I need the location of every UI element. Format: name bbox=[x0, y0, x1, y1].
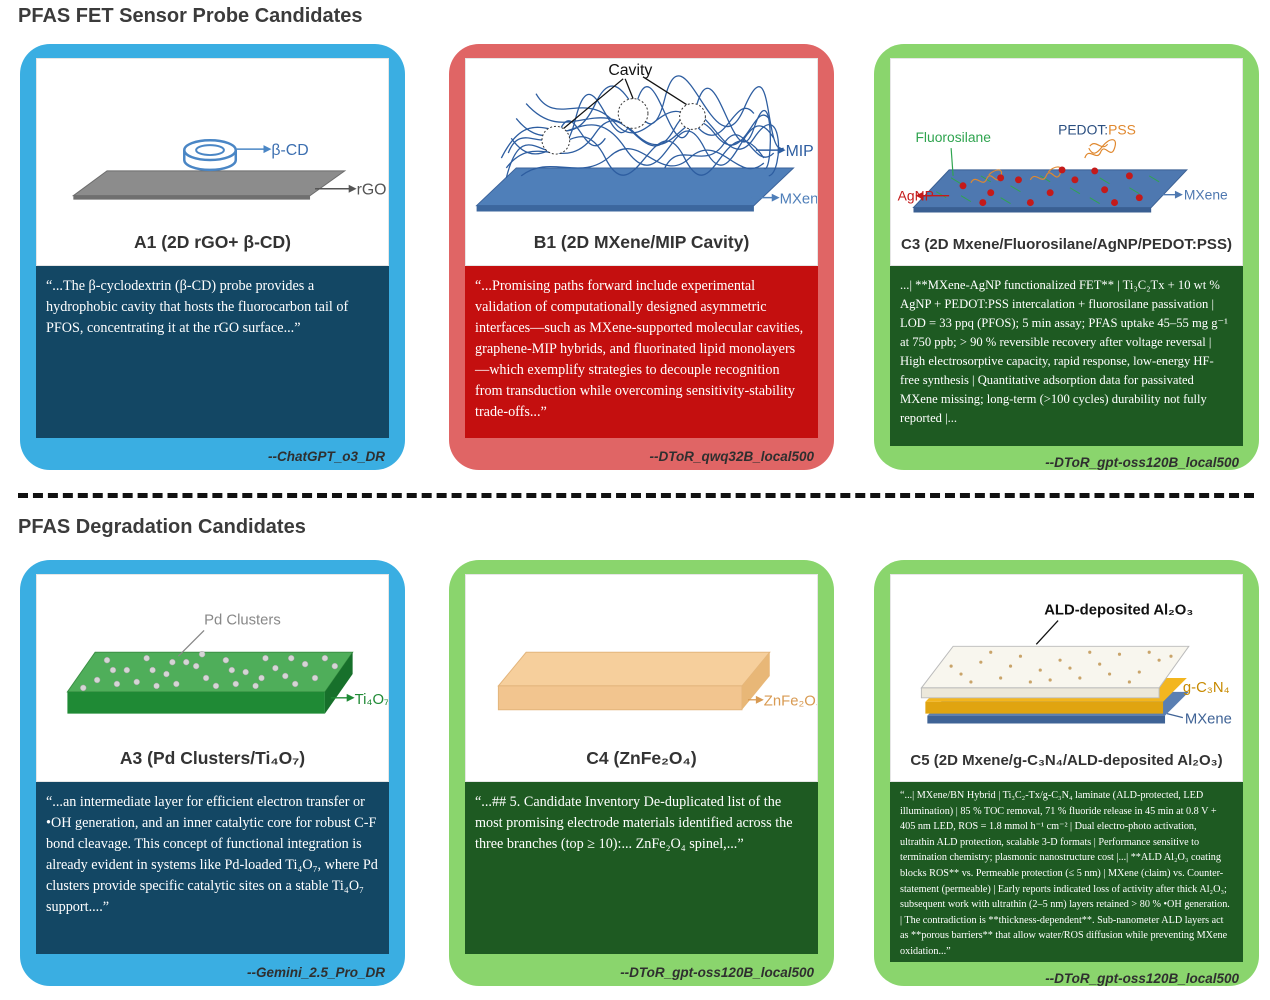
cavity-arrows bbox=[563, 76, 687, 129]
rgo-beta-cd-diagram: β-CD rGO bbox=[71, 138, 387, 200]
ti4o7-arrow-head bbox=[346, 693, 355, 702]
quote-c5: “...| MXene/BN Hybrid | Ti₃C₂-Tx/g-C₃N₄ … bbox=[890, 782, 1243, 962]
mxene-arrow-head bbox=[771, 193, 780, 202]
caption-a1: A1 (2D rGO+ β-CD) bbox=[133, 232, 292, 252]
rgo-label: rGO bbox=[357, 182, 387, 199]
mip-arrow-head bbox=[777, 146, 786, 155]
beta-cd-label: β-CD bbox=[271, 142, 308, 159]
mxene-sheet-c3 bbox=[912, 169, 1188, 209]
illustration-a3: Pd Clusters Ti₄O₇ A3 (Pd Clusters/Ti₄O₇) bbox=[36, 574, 389, 782]
ti4o7-label: Ti₄O₇ bbox=[355, 692, 388, 708]
caption-a3: A3 (Pd Clusters/Ti₄O₇) bbox=[119, 748, 306, 768]
ald-al2o3-label: ALD-deposited Al₂O₃ bbox=[1044, 603, 1193, 619]
caption-b1: B1 (2D MXene/MIP Cavity) bbox=[533, 232, 750, 252]
agnp-particles bbox=[959, 166, 1143, 207]
znfe2o4-front bbox=[497, 685, 743, 711]
pd-clusters-label: Pd Clusters bbox=[204, 613, 281, 629]
al2o3-layer-edge bbox=[920, 687, 1160, 699]
source-c4: --DToR_gpt-oss120B_local500 bbox=[620, 965, 814, 980]
rgo-arrow-head bbox=[348, 184, 357, 193]
mip-polymer-network bbox=[500, 75, 784, 179]
mxene-fluorosilane-agnp-diagram: Fluorosilane PEDOT:PSS AgNP MXene bbox=[898, 121, 1228, 213]
cavity-3 bbox=[679, 103, 706, 130]
section-divider bbox=[18, 493, 1254, 498]
beta-cd-ring-side bbox=[183, 150, 238, 172]
illustration-b1: Cavity MIP MXene B1 (2D MXene/MIP Cavity… bbox=[465, 58, 818, 266]
quote-a1: “...The β-cyclodextrin (β-CD) probe prov… bbox=[36, 266, 389, 438]
znfe2o4-top bbox=[497, 651, 771, 687]
card-a1[interactable]: β-CD rGO A1 (2D rGO+ β-CD) “...The β-cyc… bbox=[20, 44, 405, 470]
source-c5: --DToR_gpt-oss120B_local500 bbox=[1045, 971, 1239, 986]
degradation-section-title: PFAS Degradation Candidates bbox=[18, 516, 306, 538]
fluorosilane-dashes bbox=[936, 175, 1160, 205]
pedot-pss-label: PEDOT:PSS bbox=[1058, 121, 1136, 137]
al2o3-grains bbox=[949, 650, 1173, 684]
znfe2o4-diagram: ZnFe₂O₄ bbox=[497, 651, 817, 711]
quote-c3: ...| **MXene-AgNP functionalized FET** |… bbox=[890, 266, 1243, 446]
illustration-c4: ZnFe₂O₄ C4 (ZnFe₂O₄) bbox=[465, 574, 818, 782]
mxene-label-c5: MXene bbox=[1185, 712, 1232, 728]
pedot-text: PEDOT: bbox=[1058, 121, 1108, 137]
sensor-section-title: PFAS FET Sensor Probe Candidates bbox=[18, 5, 363, 27]
mxene-label-c3: MXene bbox=[1184, 187, 1228, 203]
znfe2o4-arrow-head bbox=[755, 695, 764, 704]
mxene-gc3n4-al2o3-diagram: ALD-deposited Al₂O₃ g-C₃N₄ MXene bbox=[920, 603, 1232, 728]
cavity-1 bbox=[541, 125, 571, 155]
pd-clusters-arrow bbox=[177, 630, 205, 657]
caption-c4: C4 (ZnFe₂O₄) bbox=[586, 748, 697, 768]
agnp-label: AgNP bbox=[898, 188, 934, 204]
pedot-pss-coils bbox=[970, 139, 1116, 184]
beta-cd-ring-inner bbox=[195, 144, 225, 157]
mxene-label: MXene bbox=[780, 192, 817, 208]
rgo-sheet bbox=[71, 170, 347, 197]
source-a3: --Gemini_2.5_Pro_DR bbox=[246, 965, 385, 980]
mxene-mip-diagram: Cavity MIP MXene bbox=[475, 62, 817, 212]
mxene-layer-edge-c5 bbox=[927, 715, 1166, 724]
ti4o7-top bbox=[66, 651, 354, 693]
card-c5[interactable]: ALD-deposited Al₂O₃ g-C₃N₄ MXene C5 (2D … bbox=[874, 560, 1259, 986]
illustration-c3: Fluorosilane PEDOT:PSS AgNP MXene C3 (2D… bbox=[890, 58, 1243, 266]
quote-b1: “...Promising paths forward include expe… bbox=[465, 266, 818, 438]
ti4o7-front bbox=[67, 691, 325, 714]
illustration-a1: β-CD rGO A1 (2D rGO+ β-CD) bbox=[36, 58, 389, 266]
pd-ti4o7-diagram: Pd Clusters Ti₄O₇ bbox=[66, 613, 388, 714]
gc3n4-label: g-C₃N₄ bbox=[1183, 680, 1230, 696]
illustration-c5: ALD-deposited Al₂O₃ g-C₃N₄ MXene C5 (2D … bbox=[890, 574, 1243, 782]
mxene-sheet-edge bbox=[476, 205, 754, 212]
gc3n4-layer-edge bbox=[925, 701, 1164, 714]
pd-clusters bbox=[80, 651, 339, 692]
ald-arrow bbox=[1035, 620, 1059, 645]
mxene-sheet-edge-c3 bbox=[913, 207, 1152, 213]
znfe2o4-side bbox=[742, 652, 770, 710]
mxene-arrow-c5 bbox=[1166, 713, 1184, 719]
fluorosilane-arrow bbox=[950, 148, 954, 176]
pss-text: PSS bbox=[1108, 121, 1136, 137]
card-b1[interactable]: Cavity MIP MXene B1 (2D MXene/MIP Cavity… bbox=[449, 44, 834, 470]
cavity-label: Cavity bbox=[608, 62, 652, 79]
source-b1: --DToR_qwq32B_local500 bbox=[649, 449, 814, 464]
mip-label: MIP bbox=[786, 143, 814, 160]
caption-c3: C3 (2D Mxene/Fluorosilane/AgNP/PEDOT:PSS… bbox=[901, 236, 1232, 253]
card-c3[interactable]: Fluorosilane PEDOT:PSS AgNP MXene C3 (2D… bbox=[874, 44, 1259, 470]
card-c4[interactable]: ZnFe₂O₄ C4 (ZnFe₂O₄) “...## 5. Candidate… bbox=[449, 560, 834, 986]
beta-cd-arrow-head bbox=[263, 145, 272, 154]
source-c3: --DToR_gpt-oss120B_local500 bbox=[1045, 455, 1239, 470]
agnp-arrow-head bbox=[915, 191, 924, 200]
cavity-2 bbox=[617, 98, 649, 129]
quote-a3: “...an intermediate layer for efficient … bbox=[36, 782, 389, 954]
quote-c4: “...## 5. Candidate Inventory De-duplica… bbox=[465, 782, 818, 954]
rgo-sheet-edge bbox=[73, 195, 311, 200]
beta-cd-ring-top bbox=[183, 138, 238, 162]
caption-c5: C5 (2D Mxene/g-C₃N₄/ALD-deposited Al₂O₃) bbox=[910, 752, 1223, 769]
fluorosilane-label: Fluorosilane bbox=[915, 129, 991, 145]
mxene-arrow-head-c3 bbox=[1174, 190, 1183, 199]
source-a1: --ChatGPT_o3_DR bbox=[267, 449, 385, 464]
card-a3[interactable]: Pd Clusters Ti₄O₇ A3 (Pd Clusters/Ti₄O₇)… bbox=[20, 560, 405, 986]
znfe2o4-label: ZnFe₂O₄ bbox=[764, 694, 817, 710]
